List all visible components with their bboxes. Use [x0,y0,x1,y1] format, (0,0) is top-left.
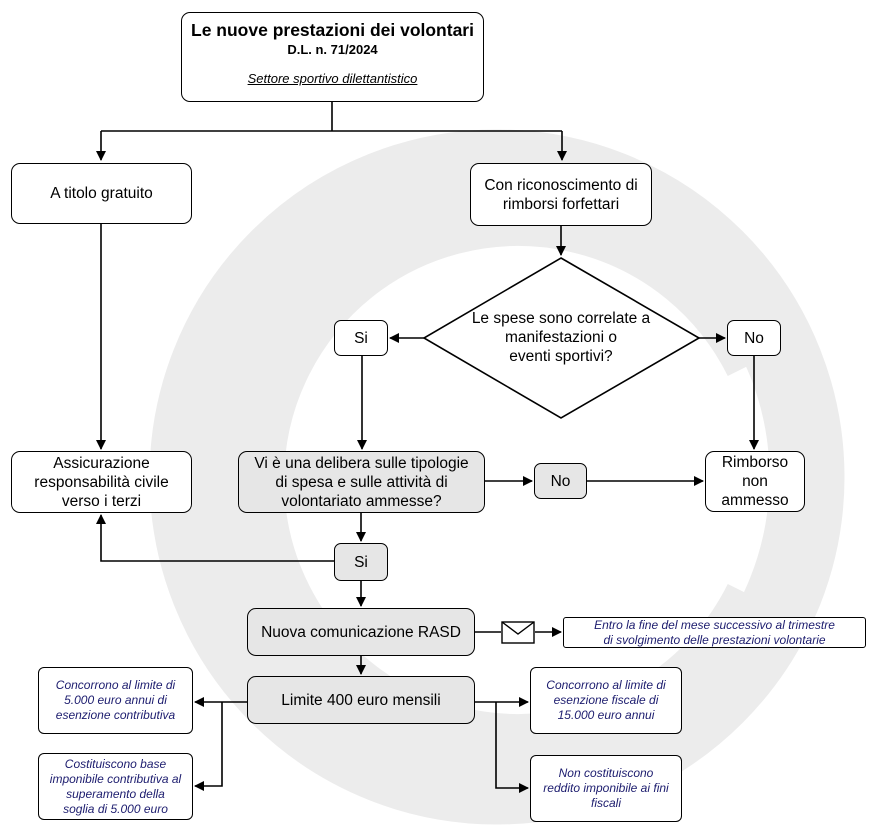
node-si-1-label: Si [354,329,368,347]
node-limite-label: Limite 400 euro mensili [281,691,441,709]
node-assicurazione-line: verso i terzi [61,492,142,510]
node-gratuito: A titolo gratuito [11,163,192,224]
envelope-icon [501,621,535,644]
node-no-1: No [727,320,781,356]
node-delibera-line: volontariato ammesse? [281,492,442,510]
note-fiscale-line: 15.000 euro annui [557,708,655,722]
node-delibera-line: di spesa e sulle attività di [275,473,448,491]
node-no-1-label: No [744,329,764,347]
node-rimborsi-line: rimborsi forfettari [502,195,620,213]
question-spese-line: eventi sportivi? [509,348,613,365]
note-reddito: Non costituiscono reddito imponibile ai … [530,755,682,822]
node-rimborsi: Con riconoscimento di rimborsi forfettar… [470,163,652,226]
node-delibera-line: Vi è una delibera sulle tipologie [254,454,469,472]
node-si-2-label: Si [354,553,368,571]
note-base-line: superamento della [66,786,165,801]
node-delibera: Vi è una delibera sulle tipologie di spe… [238,451,485,513]
node-rimborsi-line: Con riconoscimento di [484,176,638,194]
node-no-2: No [534,463,587,499]
note-base-line: soglia di 5.000 euro [63,801,168,816]
note-comunicazione-line: Entro la fine del mese successivo al tri… [594,617,835,632]
node-si-2: Si [334,543,388,581]
question-spese-line: Le spese sono correlate a [471,310,651,327]
node-comunicazione-rasd: Nuova comunicazione RASD [247,608,475,656]
note-fiscale: Concorrono al limite di esenzione fiscal… [530,667,682,734]
title-decree: D.L. n. 71/2024 [287,42,378,57]
node-assicurazione-line: Assicurazione [53,454,150,472]
node-limite: Limite 400 euro mensili [247,676,475,724]
node-rimborso-line: Rimborso [721,454,789,471]
question-spese-line: manifestazioni o [504,329,617,346]
decision-diamond [422,257,701,419]
note-comunicazione: Entro la fine del mese successivo al tri… [563,617,866,648]
question-spese: Le spese sono correlate a manifestazioni… [450,309,672,366]
note-reddito-line: reddito imponibile ai fini [543,781,669,795]
node-comunicazione-label: Nuova comunicazione RASD [261,623,461,641]
note-contributiva-line: 5.000 euro annui di [64,693,167,707]
node-no-2-label: No [550,472,571,490]
node-rimborso-non-ammesso: Rimborso non ammesso [705,451,805,512]
note-reddito-line: Non costituiscono [558,766,654,780]
note-comunicazione-line: di svolgimento delle prestazioni volonta… [603,632,826,647]
note-base-imponibile: Costituiscono base imponibile contributi… [38,753,193,820]
node-si-1: Si [334,320,388,356]
note-fiscale-line: Concorrono al limite di [546,678,666,692]
node-gratuito-label: A titolo gratuito [50,185,153,202]
node-rimborso-line: ammesso [721,492,789,509]
title-main: Le nuove prestazioni dei volontari [191,20,474,40]
note-contributiva-line: Concorrono al limite di [55,678,176,692]
note-fiscale-line: esenzione fiscale di [553,693,659,707]
node-assicurazione: Assicurazione responsabilità civile vers… [11,451,192,513]
node-rimborso-line: non [742,473,768,490]
note-base-line: Costituiscono base [64,756,167,771]
title-sector: Settore sportivo dilettantistico [247,71,418,86]
note-base-line: imponibile contributiva al [49,771,182,786]
note-contributiva-line: esenzione contributiva [55,708,176,722]
note-contributiva: Concorrono al limite di 5.000 euro annui… [38,667,193,734]
node-assicurazione-line: responsabilità civile [34,473,169,491]
title-box: Le nuove prestazioni dei volontari D.L. … [181,12,484,102]
note-reddito-line: fiscali [590,796,621,810]
